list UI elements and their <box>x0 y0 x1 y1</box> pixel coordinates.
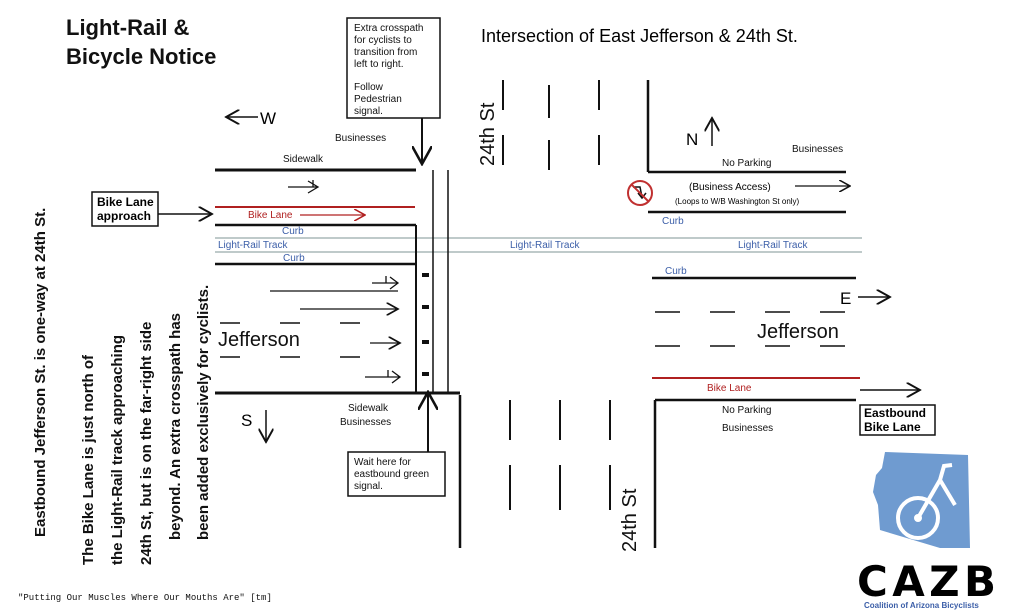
eastbound-line: Bike Lane <box>864 420 921 434</box>
business-access-label: (Business Access) <box>689 182 771 193</box>
heading: Intersection of East Jefferson & 24th St… <box>481 26 798 46</box>
no-turn-sign-icon <box>627 180 653 206</box>
bike-lane-approach-line: Bike Lane <box>97 195 154 209</box>
light-rail-label: Light-Rail Track <box>218 240 288 251</box>
curb-label: Curb <box>662 216 684 227</box>
lane-dashes-east <box>655 311 845 347</box>
bike-arrow-icon <box>288 180 320 194</box>
north-label: N <box>686 130 698 149</box>
wait-note-box <box>347 451 446 497</box>
bike-lane-approach-line: approach <box>97 209 151 223</box>
east-label: E <box>840 289 851 308</box>
businesses-label: Businesses <box>722 423 773 434</box>
side-note-line: beyond. An extra crosspath has <box>167 313 184 540</box>
no-parking-label: No Parking <box>722 405 771 416</box>
street-24th-label-north: 24th St <box>477 102 499 166</box>
south-label: S <box>241 411 252 430</box>
businesses-label: Businesses <box>335 133 386 144</box>
side-note-line: the Light-Rail track approaching <box>109 335 126 565</box>
cazb-logo: CAZB Coalition of Arizona Bicyclists <box>857 452 997 610</box>
loops-label: (Loops to W/B Washington St only) <box>675 197 800 206</box>
title-line1: Light-Rail & <box>66 15 190 40</box>
wait-note-line: eastbound green <box>354 469 429 480</box>
title-line2: Bicycle Notice <box>66 44 216 69</box>
eastbound-line: Eastbound <box>864 406 926 420</box>
light-rail-label: Light-Rail Track <box>510 240 580 251</box>
side-note-line: been added exclusively for cyclists. <box>195 285 212 540</box>
bike-arrow-icon <box>365 370 402 384</box>
jefferson-label-west: Jefferson <box>218 329 300 351</box>
bike-symbols <box>422 273 429 376</box>
lane-dashes-24th-south <box>509 400 611 510</box>
eastbound-bike-lane-box <box>859 404 936 436</box>
crosspath-note-box <box>346 17 441 119</box>
businesses-label: Businesses <box>340 417 391 428</box>
bike-symbol-icon <box>422 305 429 309</box>
no-parking-label: No Parking <box>722 158 771 169</box>
west-label: W <box>260 109 276 128</box>
note-line: Follow <box>354 82 384 93</box>
bike-symbol-icon <box>422 372 429 376</box>
wait-note-line: signal. <box>354 481 383 492</box>
note-line: Pedestrian <box>354 94 402 105</box>
wait-note-line: Wait here for <box>354 457 412 468</box>
bike-lane-label-west: Bike Lane <box>248 210 293 221</box>
curb-label: Curb <box>282 226 304 237</box>
bike-arrow-icon <box>372 276 400 290</box>
businesses-label: Businesses <box>792 144 843 155</box>
curb-label: Curb <box>283 253 305 264</box>
bike-symbol-icon <box>422 273 429 277</box>
street-24th-label-south: 24th St <box>619 488 641 552</box>
logo-subtitle: Coalition of Arizona Bicyclists <box>864 601 979 610</box>
note-line: transition from <box>354 47 417 58</box>
lane-dashes-24th-north <box>502 80 600 170</box>
note-line: for cyclists to <box>354 35 412 46</box>
curb-label: Curb <box>665 266 687 277</box>
side-note-heading: Eastbound Jefferson St. is one-way at 24… <box>32 208 49 537</box>
crosspath-note: Extra crosspath for cyclists to transiti… <box>354 23 423 117</box>
jefferson-label-east: Jefferson <box>757 321 839 343</box>
side-note-line: The Bike Lane is just north of <box>80 354 97 565</box>
bike-lane-approach-box <box>91 191 159 227</box>
note-line: left to right. <box>354 59 403 70</box>
side-note-line: 24th St, but is on the far-right side <box>138 322 155 565</box>
tagline: "Putting Our Muscles Where Our Mouths Ar… <box>18 593 272 603</box>
lane-dashes-west <box>220 322 360 358</box>
sidewalk-label: Sidewalk <box>348 403 389 414</box>
note-line: Extra crosspath <box>354 23 423 34</box>
logo-wordmark: CAZB <box>857 557 997 606</box>
note-line: signal. <box>354 106 383 117</box>
bicycle-icon <box>896 463 957 540</box>
bike-symbol-icon <box>422 340 429 344</box>
light-rail-label: Light-Rail Track <box>738 240 808 251</box>
bike-lane-label-east: Bike Lane <box>707 383 752 394</box>
sidewalk-label: Sidewalk <box>283 154 324 165</box>
